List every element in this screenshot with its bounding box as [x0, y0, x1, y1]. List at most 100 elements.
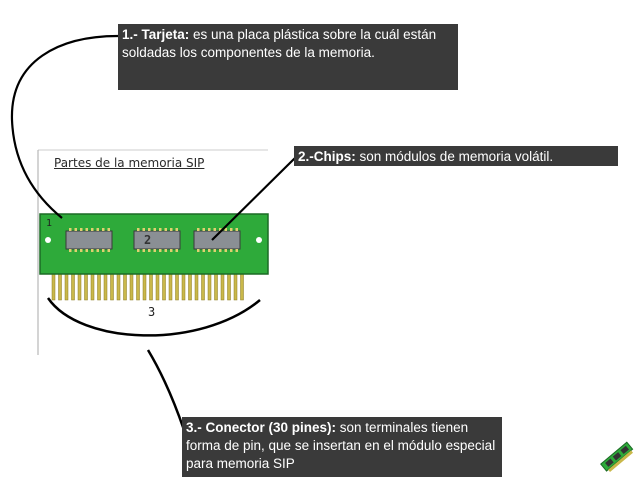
connector-pin [240, 271, 244, 301]
chip-leg [170, 249, 173, 252]
chip-leg [202, 228, 205, 231]
chip-legs [69, 228, 238, 252]
chip-leg [96, 228, 99, 231]
chip-leg [213, 249, 216, 252]
marker-card: 1 [46, 218, 53, 229]
chip-leg [159, 249, 162, 252]
connector-pin [155, 271, 160, 301]
chip-leg [91, 228, 94, 231]
chip-1 [65, 230, 113, 250]
connector-pin [71, 271, 75, 301]
chip-leg [197, 249, 200, 252]
marker-connector: 3 [148, 305, 156, 319]
connector-pin [149, 271, 153, 301]
connector-pin [77, 271, 82, 301]
connector-pin [123, 271, 127, 301]
chip-leg [213, 228, 216, 231]
connector-pin [194, 271, 199, 301]
chip-leg [230, 228, 233, 231]
leader-line-chips [211, 156, 297, 241]
marker-chips: 2 [144, 233, 152, 247]
chip-leg [159, 228, 162, 231]
connector-pin [110, 271, 114, 301]
callout-chips-heading: 2.-Chips: [298, 149, 356, 164]
connector-pin [129, 271, 134, 301]
leader-line-connector [146, 349, 186, 431]
callout-connector-text: son terminales tienen forma de pin, que … [186, 420, 496, 471]
connector-pin [233, 271, 238, 301]
connector-pins [51, 271, 244, 301]
chip-leg [202, 249, 205, 252]
chip-leg [91, 249, 94, 252]
chip-3 [193, 230, 241, 250]
callout-card-text: es una placa plástica sobre la cuál está… [122, 27, 437, 60]
chip-leg [85, 249, 88, 252]
leader-line-connector-arc [46, 297, 261, 337]
connector-pin [58, 271, 62, 301]
connector-pin [220, 271, 225, 301]
callout-connector-heading: 3.- Conector (30 pines): [186, 420, 337, 435]
chip-leg [74, 249, 77, 252]
chip-leg [235, 228, 238, 231]
connector-pin [188, 271, 192, 301]
connector-pin [51, 271, 56, 301]
chip-leg [175, 249, 178, 252]
chip-leg [74, 228, 77, 231]
chip-leg [69, 228, 72, 231]
chip-leg [175, 228, 178, 231]
chip-leg [153, 249, 156, 252]
chip-leg [230, 249, 233, 252]
connector-pin [136, 271, 140, 301]
connector-pin [64, 271, 69, 301]
chip-leg [224, 228, 227, 231]
callout-connector: 3.- Conector (30 pines): son terminales … [182, 417, 502, 477]
chip-leg [96, 249, 99, 252]
chip-leg [80, 249, 83, 252]
chip-leg [235, 249, 238, 252]
chip-leg [107, 249, 110, 252]
chip-leg [102, 228, 105, 231]
chip-leg [170, 228, 173, 231]
connector-pin [116, 271, 121, 301]
panel-title: Partes de la memoria SIP [54, 156, 205, 170]
chip-leg [148, 228, 151, 231]
chip-leg [148, 249, 151, 252]
chip-leg [142, 228, 145, 231]
chip-leg [224, 249, 227, 252]
chip-leg [80, 228, 83, 231]
chip-leg [142, 249, 145, 252]
connector-pin [162, 271, 166, 301]
chip-leg [219, 228, 222, 231]
chip-leg [197, 228, 200, 231]
connector-pin [227, 271, 231, 301]
connector-pin [84, 271, 88, 301]
connector-pin [207, 271, 212, 301]
chip-leg [208, 249, 211, 252]
memory-module-icon[interactable] [598, 440, 636, 474]
chip-leg [137, 249, 140, 252]
chip-leg [107, 228, 110, 231]
chip-leg [137, 228, 140, 231]
callout-chips-text: son módulos de memoria volátil. [355, 149, 554, 164]
connector-pin [97, 271, 101, 301]
chip-2 [133, 230, 181, 250]
callout-card-heading: 1.- Tarjeta: [122, 27, 190, 42]
chip-leg [102, 249, 105, 252]
leader-line-card [10, 34, 119, 219]
chip-leg [85, 228, 88, 231]
connector-pin [181, 271, 186, 301]
callout-chips: 2.-Chips: son módulos de memoria volátil… [294, 146, 618, 166]
connector-pin [201, 271, 205, 301]
connector-pin [175, 271, 179, 301]
callout-card: 1.- Tarjeta: es una placa plástica sobre… [118, 24, 458, 90]
chip-leg [164, 228, 167, 231]
chip-leg [69, 249, 72, 252]
connector-pin [142, 271, 147, 301]
chip-leg [219, 249, 222, 252]
chip-leg [208, 228, 211, 231]
chip-leg [153, 228, 156, 231]
connector-pin [214, 271, 218, 301]
connector-pin [168, 271, 173, 301]
card-hole-right [256, 237, 262, 243]
